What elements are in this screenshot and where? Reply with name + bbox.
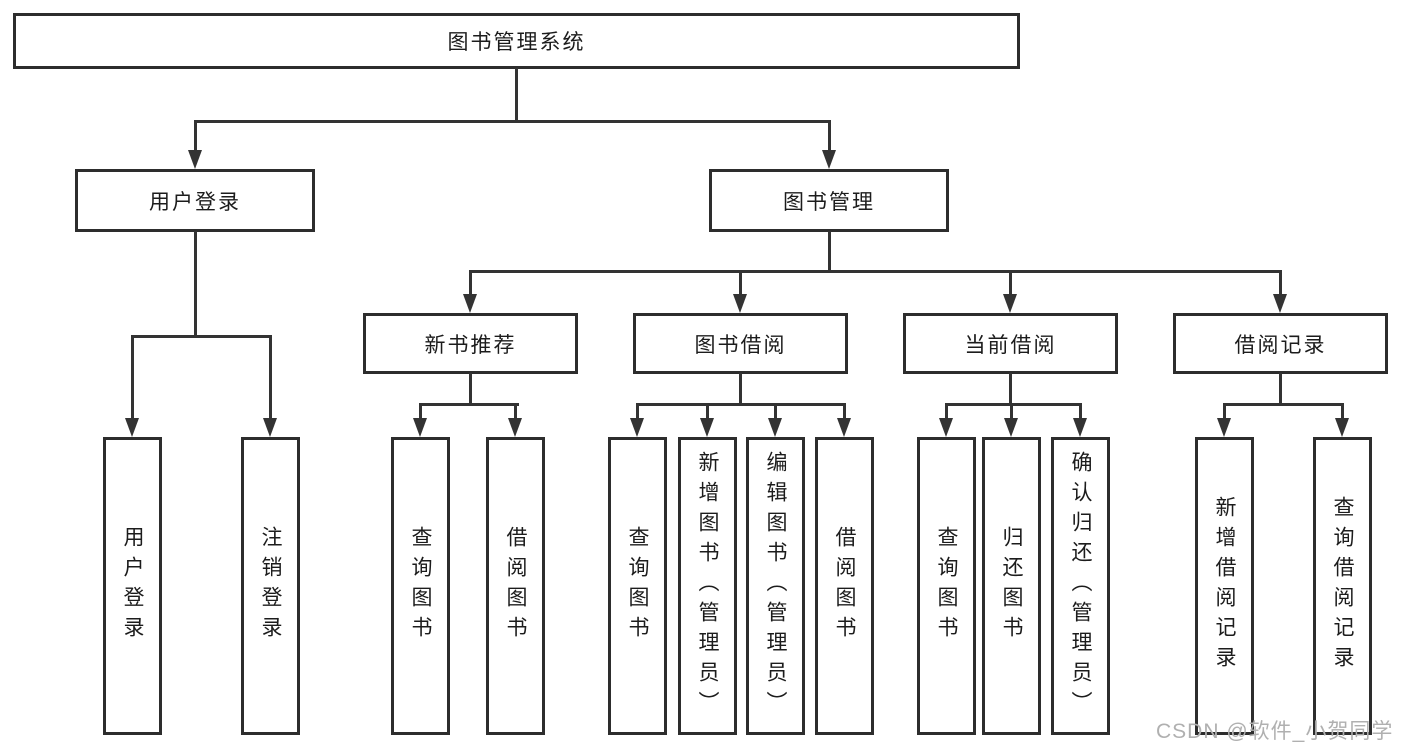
connector-line (706, 403, 709, 420)
connector-line (1223, 403, 1226, 420)
connector-line (1223, 403, 1344, 406)
connector-line (774, 403, 777, 420)
connector-line (636, 403, 846, 406)
leaf-confirm-return-admin: 确认归还（管理员） (1051, 437, 1110, 735)
leaf-borrow-books-recommend: 借阅图书 (486, 437, 545, 735)
connector-line (469, 270, 1282, 273)
connector-line (945, 403, 1082, 406)
csdn-watermark: CSDN @软件_小贺同学 (1156, 720, 1394, 743)
arrow-down-icon (125, 418, 139, 437)
node-user-login: 用户登录 (75, 169, 315, 232)
connector-line (419, 403, 422, 420)
arrow-down-icon (733, 294, 747, 313)
connector-line (194, 120, 831, 123)
connector-line (1341, 403, 1344, 420)
arrow-down-icon (1004, 418, 1018, 437)
connector-line (469, 270, 472, 296)
arrow-down-icon (463, 294, 477, 313)
arrow-down-icon (508, 418, 522, 437)
connector-line (269, 335, 272, 420)
leaf-borrow-books-borrowing: 借阅图书 (815, 437, 874, 735)
leaf-query-books-current: 查询图书 (917, 437, 976, 735)
connector-line (739, 270, 742, 296)
node-book-borrowing: 图书借阅 (633, 313, 848, 374)
connector-line (828, 231, 831, 272)
connector-line (1009, 270, 1012, 296)
arrow-down-icon (837, 418, 851, 437)
arrow-down-icon (822, 150, 836, 169)
arrow-down-icon (768, 418, 782, 437)
arrow-down-icon (1003, 294, 1017, 313)
connector-line (1010, 403, 1013, 420)
connector-line (739, 373, 742, 405)
leaf-query-books-borrowing: 查询图书 (608, 437, 667, 735)
connector-line (1279, 270, 1282, 296)
arrow-down-icon (1073, 418, 1087, 437)
arrow-down-icon (630, 418, 644, 437)
arrow-down-icon (188, 150, 202, 169)
arrow-down-icon (263, 418, 277, 437)
arrow-down-icon (939, 418, 953, 437)
node-book-management: 图书管理 (709, 169, 949, 232)
arrow-down-icon (1335, 418, 1349, 437)
connector-line (843, 403, 846, 420)
connector-line (514, 403, 517, 420)
leaf-add-borrow-record: 新增借阅记录 (1195, 437, 1254, 735)
arrow-down-icon (413, 418, 427, 437)
arrow-down-icon (1217, 418, 1231, 437)
leaf-return-books: 归还图书 (982, 437, 1041, 735)
connector-line (945, 403, 948, 420)
connector-line (828, 120, 831, 152)
leaf-logout-login: 注销登录 (241, 437, 300, 735)
connector-line (1009, 373, 1012, 405)
node-library-system: 图书管理系统 (13, 13, 1020, 69)
arrow-down-icon (1273, 294, 1287, 313)
connector-line (131, 335, 272, 338)
connector-line (636, 403, 639, 420)
leaf-add-books-admin: 新增图书（管理员） (678, 437, 737, 735)
node-new-book-recommend: 新书推荐 (363, 313, 578, 374)
connector-line (515, 68, 518, 121)
connector-line (469, 373, 472, 405)
leaf-user-login: 用户登录 (103, 437, 162, 735)
leaf-edit-books-admin: 编辑图书（管理员） (746, 437, 805, 735)
connector-line (1079, 403, 1082, 420)
node-current-borrowing: 当前借阅 (903, 313, 1118, 374)
connector-line (419, 403, 519, 406)
arrow-down-icon (700, 418, 714, 437)
connector-line (131, 335, 134, 420)
connector-line (194, 231, 197, 337)
node-borrowing-records: 借阅记录 (1173, 313, 1388, 374)
connector-line (1279, 373, 1282, 405)
connector-line (194, 120, 197, 152)
leaf-query-borrow-record: 查询借阅记录 (1313, 437, 1372, 735)
leaf-query-books-recommend: 查询图书 (391, 437, 450, 735)
